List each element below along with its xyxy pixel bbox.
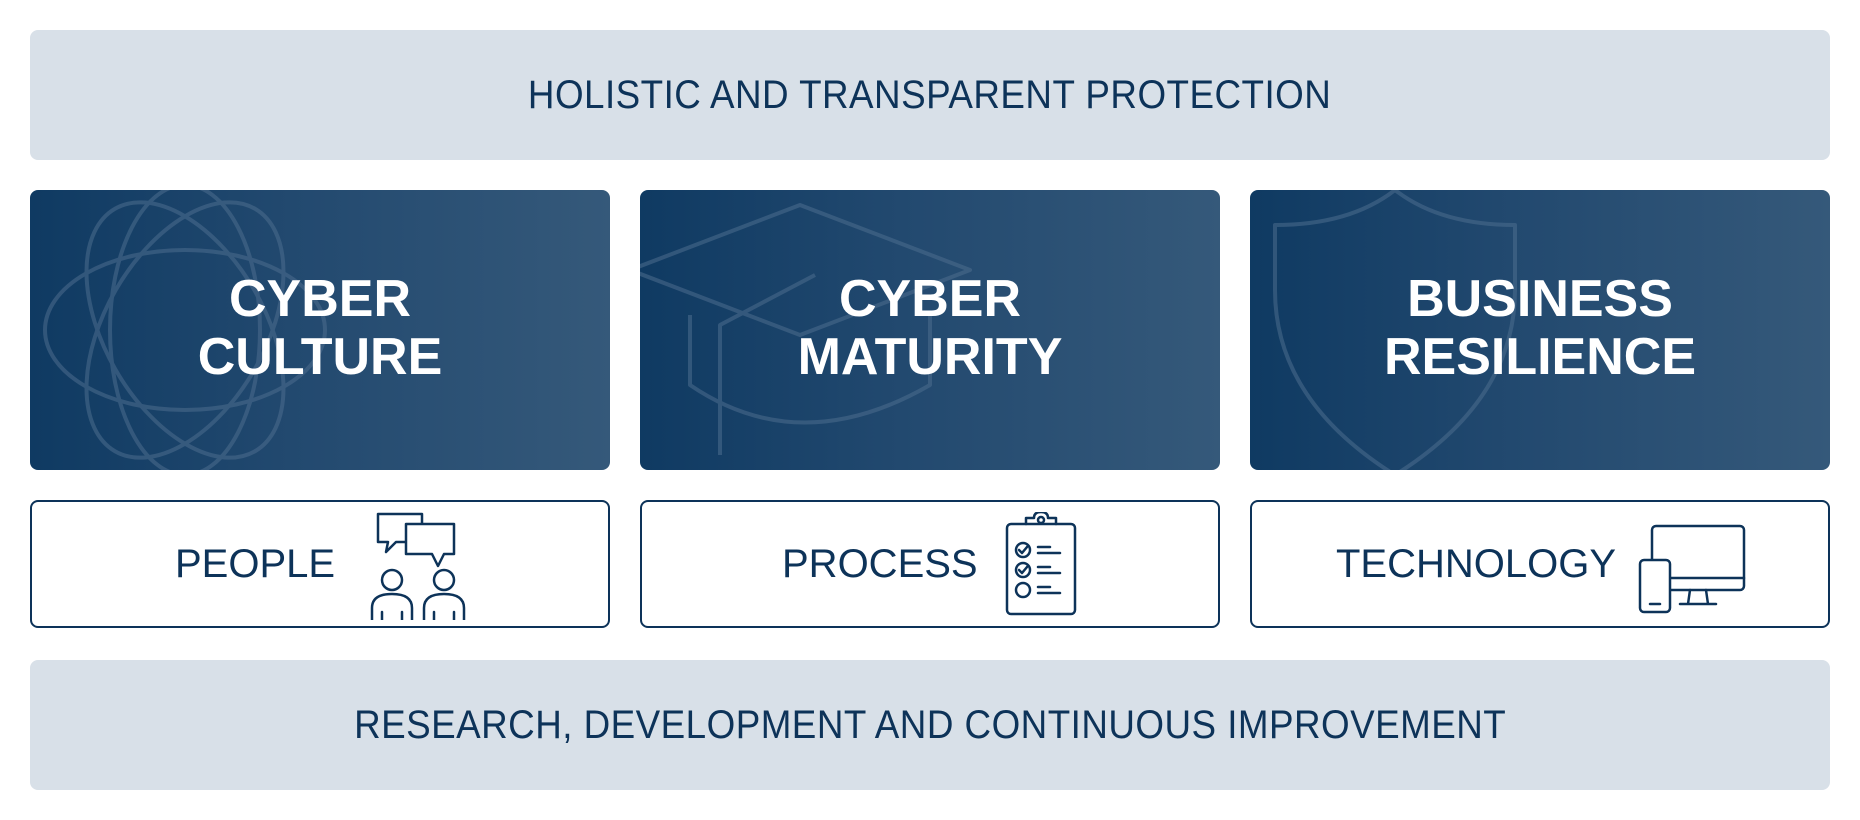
- pillar-title-line2: CULTURE: [197, 328, 443, 386]
- box-process: PROCESS: [640, 500, 1220, 628]
- pillar-cyber-maturity: CYBER MATURITY: [640, 190, 1220, 470]
- box-label: PEOPLE: [175, 542, 336, 586]
- pillar-title: CYBER MATURITY: [640, 270, 1220, 386]
- pillar-title: BUSINESS RESILIENCE: [1250, 270, 1830, 386]
- box-label: TECHNOLOGY: [1336, 542, 1617, 586]
- bottom-banner: RESEARCH, DEVELOPMENT AND CONTINUOUS IMP…: [30, 660, 1830, 790]
- top-banner: HOLISTIC AND TRANSPARENT PROTECTION: [30, 30, 1830, 160]
- pillar-title: CYBER CULTURE: [30, 270, 610, 386]
- box-technology: TECHNOLOGY: [1250, 500, 1830, 628]
- pillar-title-line2: MATURITY: [797, 328, 1063, 386]
- pillar-title-line2: RESILIENCE: [1383, 328, 1697, 386]
- devices-icon: [1638, 524, 1746, 614]
- pillar-business-resilience: BUSINESS RESILIENCE: [1250, 190, 1830, 470]
- box-label: PROCESS: [782, 542, 978, 586]
- shield-icon: [1273, 190, 1517, 470]
- checklist-clipboard-icon: [1005, 512, 1077, 616]
- bottom-banner-text: RESEARCH, DEVELOPMENT AND CONTINUOUS IMP…: [353, 702, 1507, 747]
- top-banner-text: HOLISTIC AND TRANSPARENT PROTECTION: [528, 72, 1332, 117]
- pillar-title-line1: CYBER: [228, 270, 412, 328]
- pillar-cyber-culture: CYBER CULTURE: [30, 190, 610, 470]
- box-people: PEOPLE: [30, 500, 610, 628]
- pillar-title-line1: BUSINESS: [1407, 270, 1673, 328]
- graduation-cap-icon: [640, 203, 972, 455]
- pillar-title-line1: CYBER: [838, 270, 1022, 328]
- atom-icon: [43, 190, 327, 470]
- people-chat-icon: [370, 512, 466, 620]
